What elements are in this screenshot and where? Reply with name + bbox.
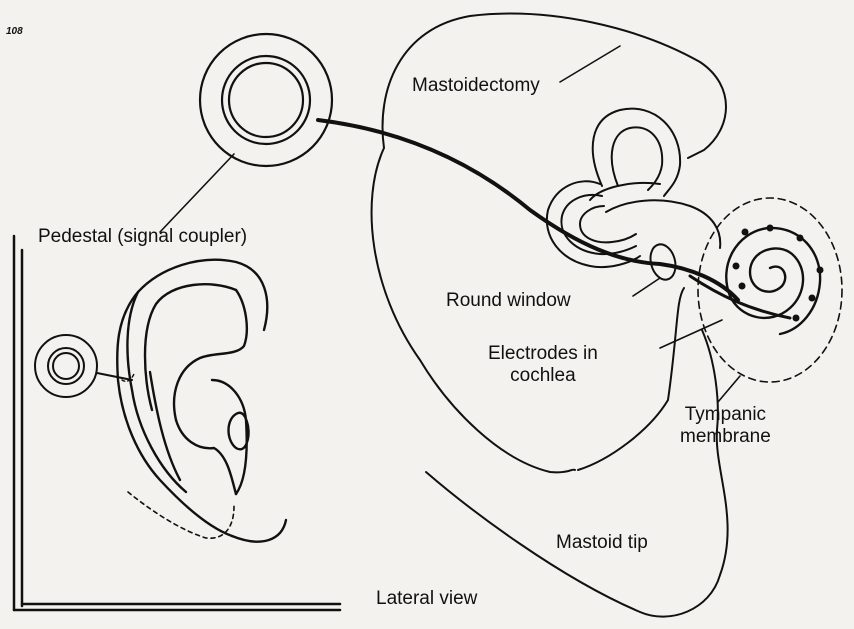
pedestal-leader — [160, 154, 234, 232]
electrodes-label: Electrodes in cochlea — [488, 343, 598, 387]
round-window-leader — [633, 278, 660, 296]
tympanic-leader — [718, 376, 740, 402]
electrodes-leader — [660, 320, 722, 348]
mastoid-tip-label: Mastoid tip — [556, 532, 648, 554]
round-window-label: Round window — [446, 290, 571, 312]
ear-auricle — [117, 260, 286, 542]
mastoidectomy-leader — [560, 46, 620, 82]
lateral-view-label: Lateral view — [376, 588, 477, 610]
pedestal-label: Pedestal (signal coupler) — [38, 226, 247, 248]
pedestal-small — [35, 335, 97, 397]
mastoidectomy-label: Mastoidectomy — [412, 75, 540, 97]
tympanic-label: Tympanic membrane — [680, 404, 771, 448]
tympanic-label-line2: membrane — [680, 426, 771, 448]
semicircular-canals — [547, 109, 720, 267]
electrodes-label-line1: Electrodes in — [488, 343, 598, 365]
ear-lobe-dashed — [128, 492, 234, 538]
page-number: 108 — [6, 26, 23, 37]
tympanic-label-line1: Tympanic — [680, 404, 771, 426]
electrode-cable-in-cochlea — [690, 276, 790, 318]
mastoid-outline — [372, 14, 728, 617]
pedestal-small-lead — [97, 373, 132, 380]
pedestal-large — [200, 34, 332, 166]
cochlea — [726, 228, 820, 334]
electrodes-label-line2: cochlea — [488, 365, 598, 387]
